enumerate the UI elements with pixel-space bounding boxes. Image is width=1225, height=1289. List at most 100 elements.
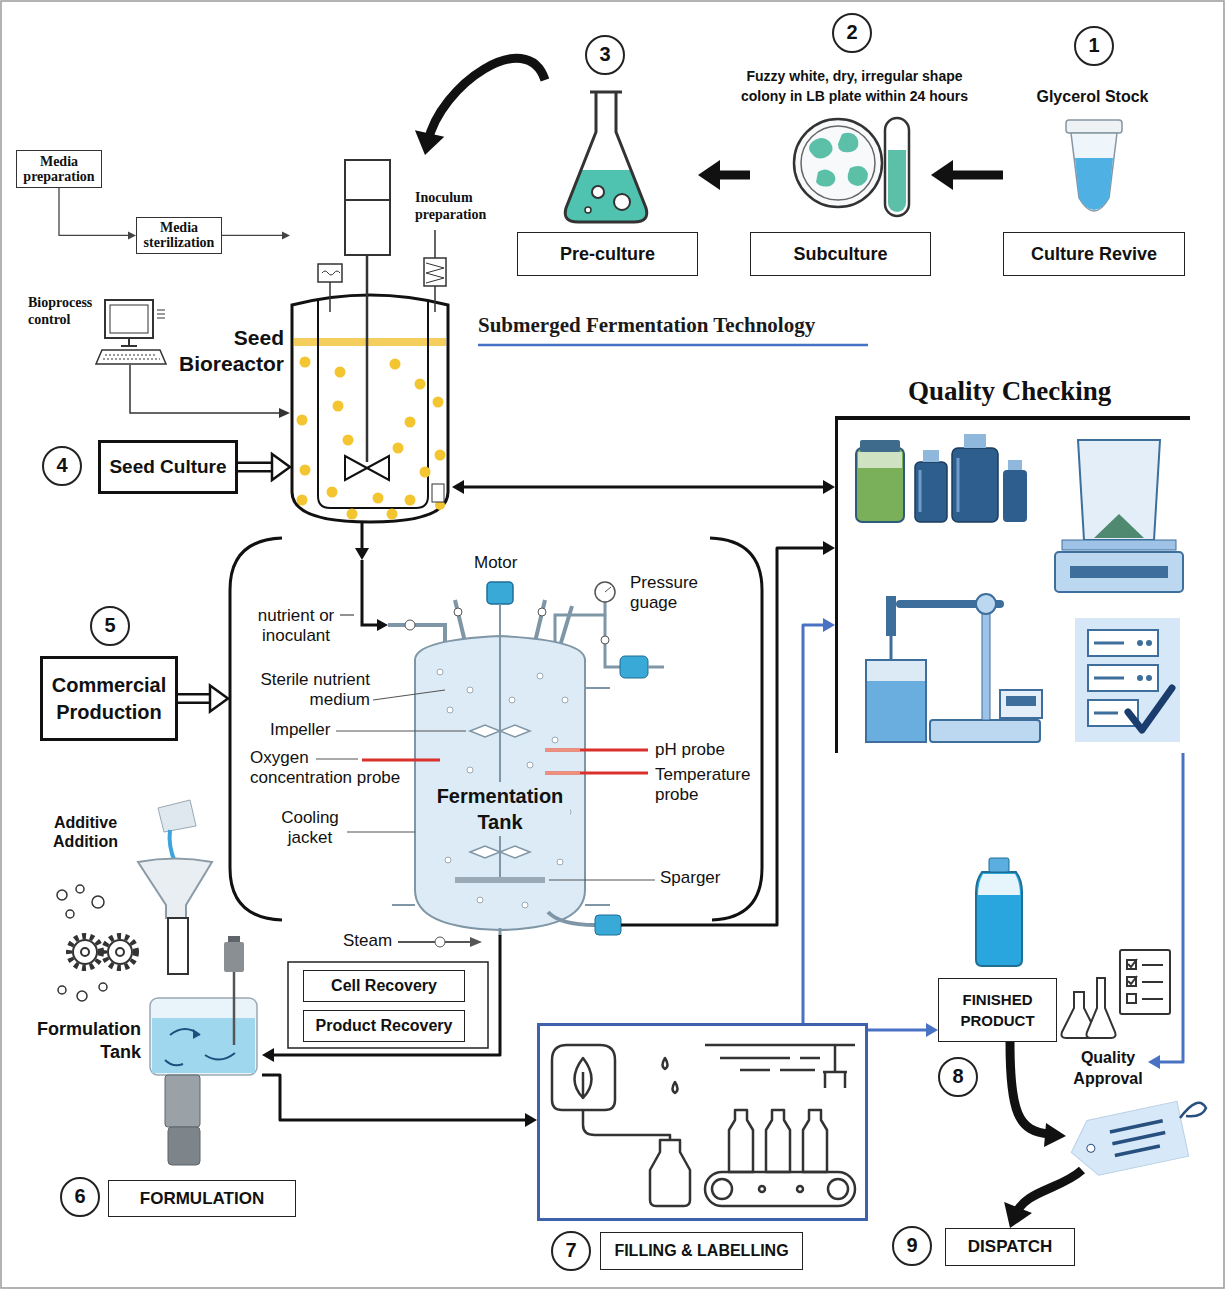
quality-lab-icons <box>1094 514 1144 538</box>
node-text: Pre-culture <box>517 232 698 276</box>
filling-line-drawing <box>712 1179 732 1199</box>
quality-lab-icons <box>860 440 900 452</box>
additive-and-gears <box>77 991 87 1001</box>
filling-line-drawing <box>583 1110 670 1140</box>
fermentation-tank-drawing <box>562 697 568 703</box>
seed-bioreactor-vessel <box>424 258 446 286</box>
callout-number: 9 <box>892 1226 932 1266</box>
petri-dish <box>809 138 833 159</box>
glycerol-tube <box>1071 133 1117 211</box>
process-area: Quality Checking <box>835 416 1190 753</box>
quality-lab-icons <box>976 594 996 614</box>
arrow-head <box>272 454 290 480</box>
seed-bioreactor-vessel <box>297 357 446 520</box>
fermentation-tank-drawing <box>347 831 415 832</box>
title-underline <box>478 344 868 347</box>
fermentation-tank-drawing <box>470 725 530 737</box>
product-bottle <box>976 858 1022 966</box>
additive-and-gears <box>170 830 175 862</box>
quality-lab-icons <box>923 450 939 462</box>
dispatch-tag <box>1180 1103 1206 1118</box>
connector <box>415 58 545 155</box>
filling-line-drawing <box>828 1179 848 1199</box>
glycerol-tube <box>1066 120 1122 211</box>
computer-icon <box>96 350 166 364</box>
computer-icon <box>157 310 165 318</box>
additive-and-gears <box>99 983 107 991</box>
quality-lab-icons <box>866 660 926 742</box>
seed-bioreactor-vessel <box>329 282 331 312</box>
glycerol-tube <box>1075 158 1113 210</box>
quality-lab-icons <box>867 661 925 681</box>
part-label: Glycerol Stock <box>1030 88 1155 107</box>
filling-line-drawing <box>552 1045 855 1206</box>
quality-lab-icons <box>964 434 986 448</box>
connector-line <box>868 1029 931 1032</box>
fermentation-tank-drawing <box>557 859 563 865</box>
approval-icons <box>1087 978 1116 1038</box>
fermentation-tank-drawing <box>548 912 595 925</box>
petri-dish <box>816 169 835 186</box>
process-area: Subculture <box>750 120 931 276</box>
seed-bioreactor-vessel <box>294 338 446 346</box>
fermentation-tank-drawing <box>405 620 415 630</box>
part-label: Oxygen concentration probe <box>250 748 408 788</box>
fermentation-tank-drawing <box>648 666 664 669</box>
arrow-head <box>698 160 720 190</box>
node-text: FILLING & LABELLING <box>600 1232 803 1270</box>
seed-bioreactor-vessel <box>432 484 444 502</box>
computer-icon <box>96 300 290 418</box>
quality-lab-icons <box>1078 440 1160 540</box>
connector-line <box>269 935 500 1055</box>
petri-dish <box>848 166 868 186</box>
filling-line-drawing <box>803 1110 827 1172</box>
test-tube <box>885 118 909 216</box>
node-text: DISPATCH <box>968 1237 1052 1257</box>
connector <box>698 160 750 190</box>
connector-line <box>1010 1042 1082 1216</box>
seed-bioreactor-vessel <box>390 359 401 370</box>
callout-number: 4 <box>42 446 82 486</box>
formulation-tank-drawing <box>165 1029 235 1065</box>
filling-line-drawing <box>759 1186 765 1192</box>
arrow-head <box>823 541 835 555</box>
part-label: nutrient or inoculant <box>248 606 344 646</box>
additive-and-gears <box>104 936 136 968</box>
connector <box>868 1023 938 1037</box>
connector-line <box>222 235 285 236</box>
node-text: Seed Culture <box>109 456 226 478</box>
arrow-head <box>931 160 953 190</box>
process-box: DISPATCH <box>945 1228 1075 1266</box>
process-area: Culture Revive <box>1003 88 1185 276</box>
fermentation-tank-drawing <box>522 902 528 908</box>
seed-bioreactor-vessel <box>327 487 338 498</box>
quality-lab-icons <box>1008 460 1022 470</box>
fermentation-tank-drawing <box>527 762 533 768</box>
conical-flask <box>592 186 604 198</box>
diagram-title: Submerged Fermentation Technology <box>478 313 815 338</box>
seed-bioreactor-vessel <box>335 367 346 378</box>
arrow-head <box>525 1113 537 1127</box>
quality-lab-icons <box>1146 675 1152 681</box>
dispatch-tag <box>1044 1101 1206 1179</box>
fermentation-tank-drawing <box>545 750 648 773</box>
seed-bioreactor-vessel <box>318 264 342 282</box>
part-label: Bioprocess control <box>28 295 103 328</box>
product-bottle <box>989 858 1009 872</box>
quality-lab-icons <box>1075 618 1180 742</box>
arrow-head <box>452 480 464 494</box>
seed-bioreactor-vessel <box>366 255 369 462</box>
seed-bioreactor-vessel <box>292 295 448 522</box>
formulation-tank-drawing <box>228 936 240 942</box>
seed-bioreactor-vessel <box>300 357 311 368</box>
connector-line <box>803 625 828 1023</box>
seed-bioreactor-vessel <box>345 456 389 480</box>
process-box: FINISHED PRODUCT <box>938 978 1057 1042</box>
fermentation-tank-drawing <box>316 758 358 759</box>
additive-and-gears <box>108 940 132 964</box>
fermentation-tank-drawing <box>545 750 580 773</box>
seed-bioreactor-vessel <box>345 160 390 255</box>
part-label: Fuzzy white, dry, irregular shape colony… <box>727 66 982 107</box>
seed-bioreactor-vessel <box>297 415 308 426</box>
